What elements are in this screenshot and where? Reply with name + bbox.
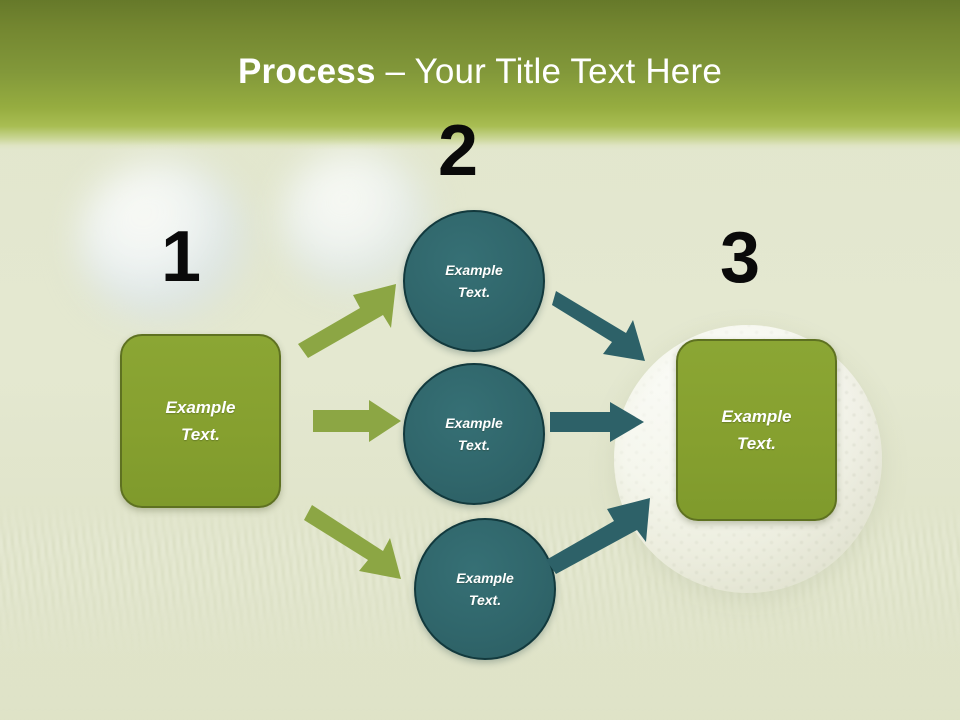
- step-number-2: 2: [438, 111, 478, 191]
- process-box-end-label: Example Text.: [721, 407, 792, 453]
- arrow-box1-to-circle2: [313, 400, 403, 442]
- arrow-circle3-to-box3: [542, 490, 662, 576]
- process-box-start[interactable]: Example Text.: [120, 334, 281, 508]
- process-box-start-label: Example Text.: [165, 398, 236, 444]
- page-title-rest: – Your Title Text Here: [375, 52, 722, 91]
- process-circle-1-label: Example Text.: [445, 262, 503, 300]
- step-number-3: 3: [720, 218, 760, 298]
- process-circle-2[interactable]: Example Text.: [403, 363, 545, 505]
- step-number-1: 1: [161, 217, 201, 297]
- process-circle-2-label: Example Text.: [445, 415, 503, 453]
- process-circle-3[interactable]: Example Text.: [414, 518, 556, 660]
- arrow-box1-to-circle3: [304, 493, 422, 581]
- process-circle-1[interactable]: Example Text.: [403, 210, 545, 352]
- process-circle-3-label: Example Text.: [456, 570, 514, 608]
- header-band: [0, 0, 960, 150]
- arrow-circle1-to-box3: [552, 283, 666, 363]
- page-title-bold: Process: [238, 52, 376, 91]
- page-title: Process – Your Title Text Here: [0, 50, 960, 94]
- arrow-circle2-to-box3: [550, 402, 646, 442]
- arrow-box1-to-circle1: [292, 268, 412, 360]
- process-box-end[interactable]: Example Text.: [676, 339, 837, 521]
